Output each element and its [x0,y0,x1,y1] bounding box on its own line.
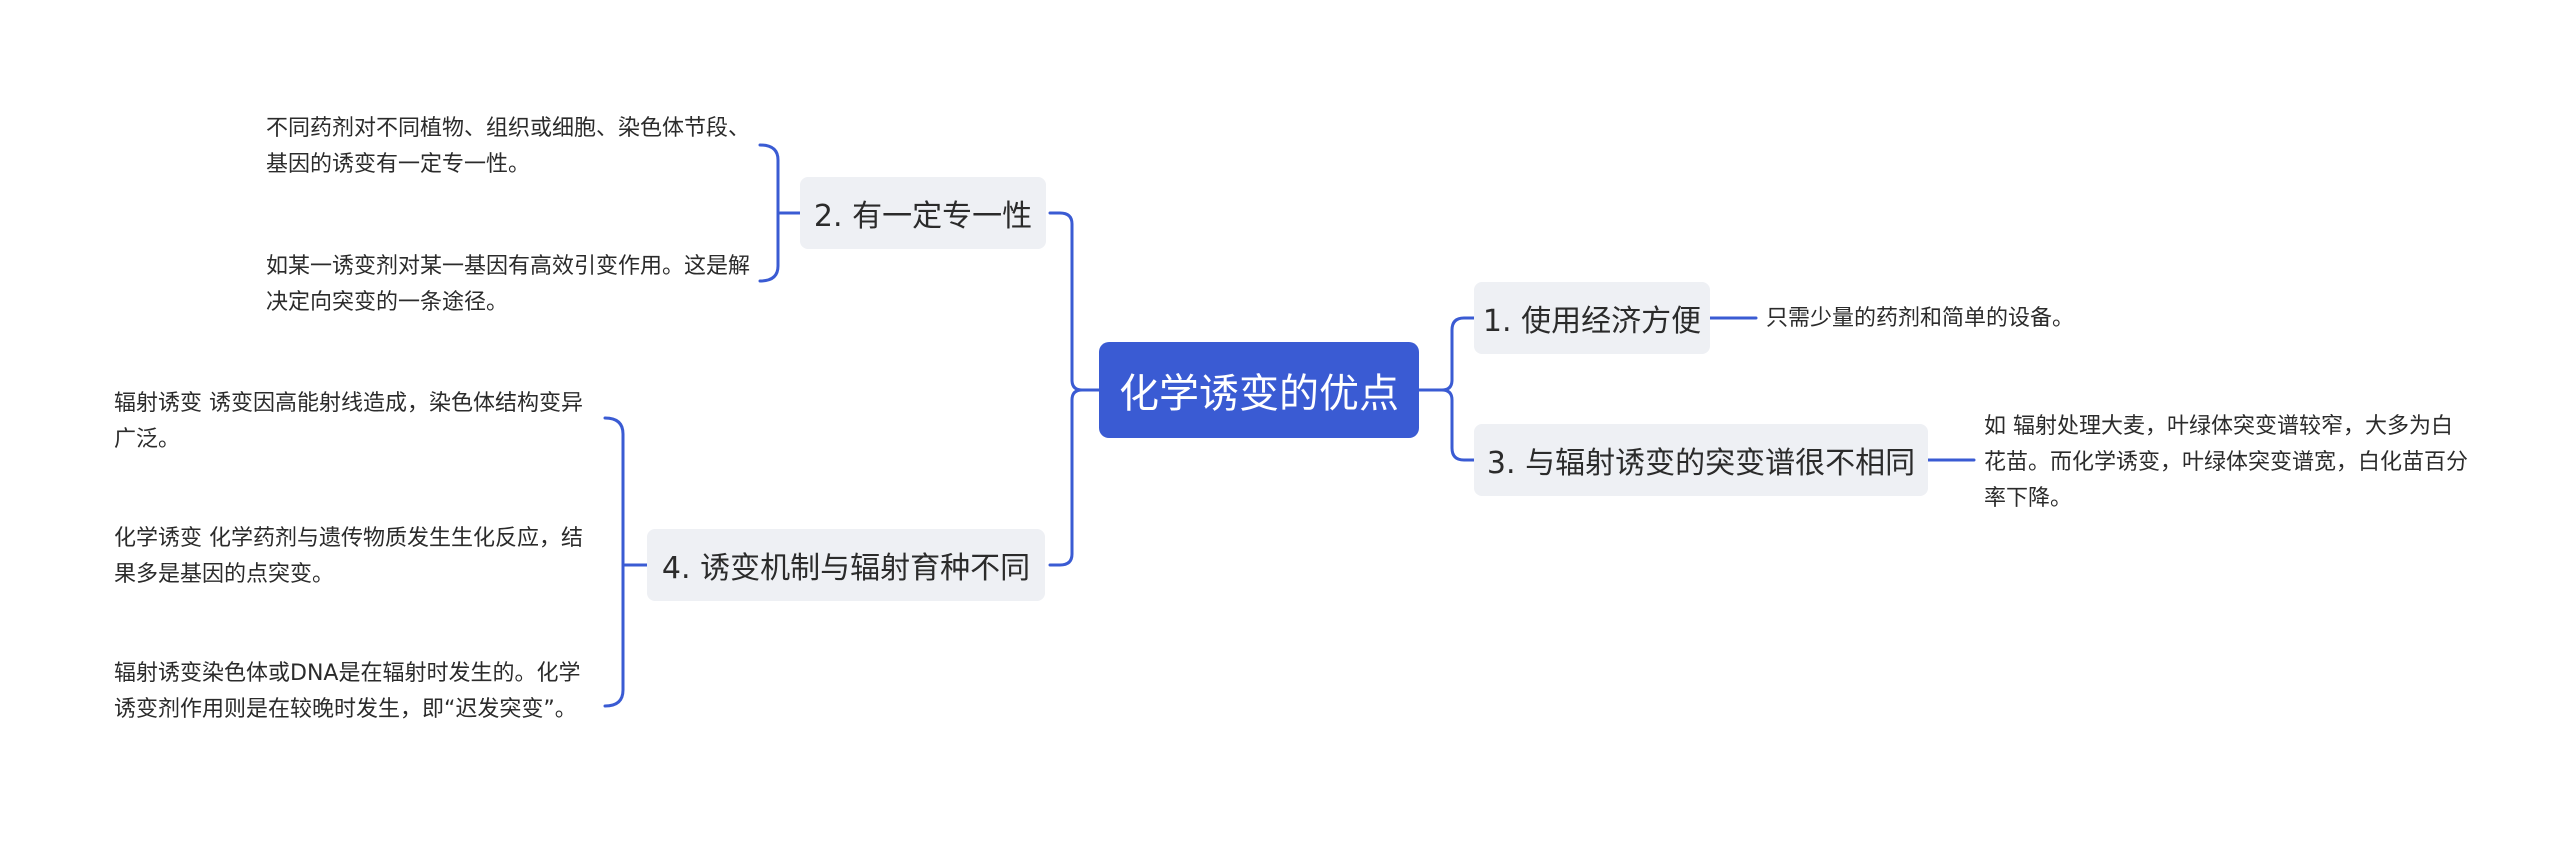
leaf-mechanism-1[interactable]: 辐射诱变 诱变因高能射线造成，染色体结构变异广泛。 [114,386,594,458]
connector-b4-leaves [603,416,649,708]
root-topic[interactable]: 化学诱变的优点 [1099,342,1419,438]
branch-label: 4. 诱变机制与辐射育种不同 [661,551,1031,586]
branch-economical[interactable]: 1. 使用经济方便 [1474,282,1710,354]
leaf-mechanism-3[interactable]: 辐射诱变染色体或DNA是在辐射时发生的。化学诱变剂作用则是在较晚时发生，即“迟发… [114,656,594,728]
branch-label: 1. 使用经济方便 [1482,304,1702,339]
leaf-text: 化学诱变 化学药剂与遗传物质发生生化反应，结果多是基因的点突变。 [114,526,583,587]
connector-root-b2 [1048,211,1101,392]
leaf-text: 只需少量的药剂和简单的设备。 [1766,306,2075,331]
connector-root-b4 [1048,388,1101,567]
root-topic-label: 化学诱变的优点 [1119,371,1399,417]
branch-specificity[interactable]: 2. 有一定专一性 [800,177,1046,249]
leaf-text: 不同药剂对不同植物、组织或细胞、染色体节段、基因的诱变有一定专一性。 [266,116,751,177]
leaf-text: 辐射诱变 诱变因高能射线造成，染色体结构变异广泛。 [114,391,583,452]
branch-label: 2. 有一定专一性 [813,199,1033,234]
branch-mutation-spectrum[interactable]: 3. 与辐射诱变的突变谱很不相同 [1474,424,1928,496]
leaf-text: 如 辐射处理大麦，叶绿体突变谱较窄，大多为白花苗。而化学诱变，叶绿体突变谱宽，白… [1984,414,2469,511]
leaf-mutation-spectrum[interactable]: 如 辐射处理大麦，叶绿体突变谱较窄，大多为白花苗。而化学诱变，叶绿体突变谱宽，白… [1984,409,2474,517]
leaf-mechanism-2[interactable]: 化学诱变 化学药剂与遗传物质发生生化反应，结果多是基因的点突变。 [114,521,594,593]
leaf-economical[interactable]: 只需少量的药剂和简单的设备。 [1766,301,2186,337]
connector-b2-leaves [758,143,802,283]
leaf-text: 如某一诱变剂对某一基因有高效引变作用。这是解决定向突变的一条途径。 [266,254,751,315]
branch-mechanism[interactable]: 4. 诱变机制与辐射育种不同 [647,529,1045,601]
leaf-specificity-1[interactable]: 不同药剂对不同植物、组织或细胞、染色体节段、基因的诱变有一定专一性。 [266,111,751,183]
connector-root-b1 [1417,316,1476,392]
connector-root-b3 [1417,388,1476,462]
leaf-specificity-2[interactable]: 如某一诱变剂对某一基因有高效引变作用。这是解决定向突变的一条途径。 [266,249,751,321]
branch-label: 3. 与辐射诱变的突变谱很不相同 [1486,446,1916,481]
leaf-text: 辐射诱变染色体或DNA是在辐射时发生的。化学诱变剂作用则是在较晚时发生，即“迟发… [114,661,581,722]
